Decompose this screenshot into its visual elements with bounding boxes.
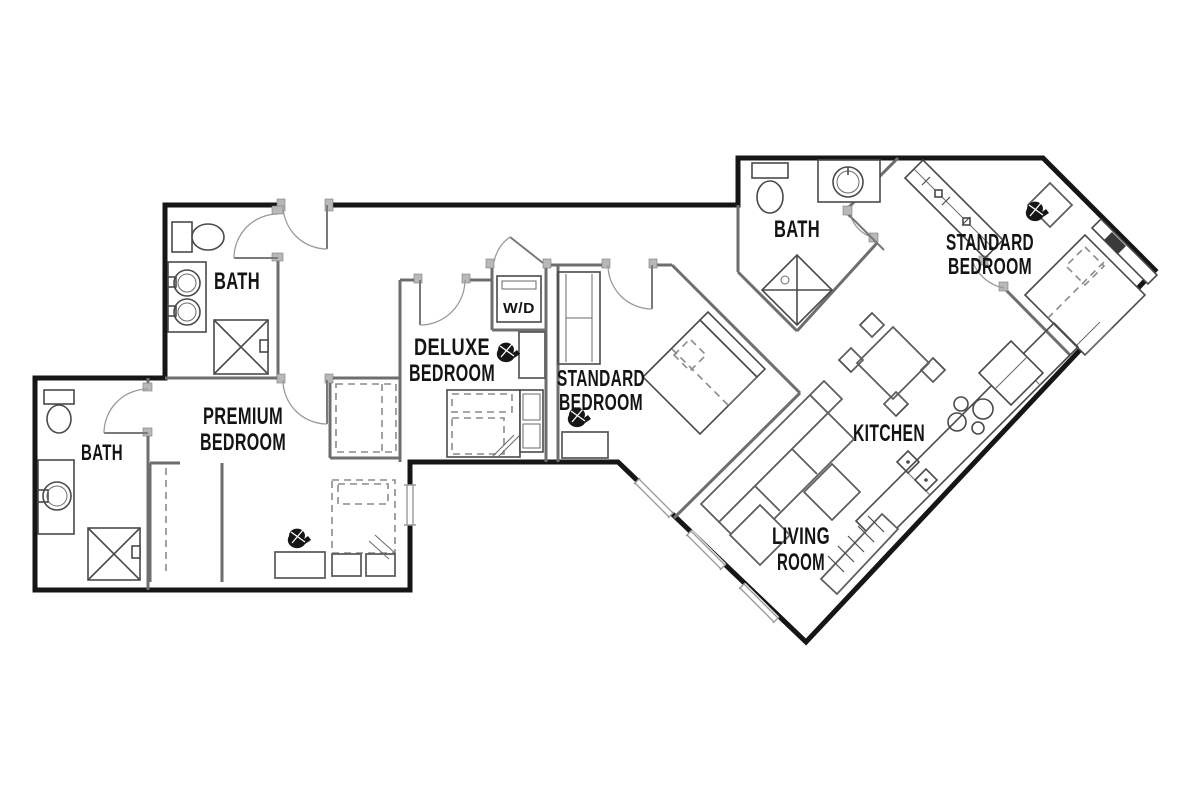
laundry-label: W/D — [503, 300, 535, 317]
closet-premium-upper — [335, 383, 397, 453]
desk-premium-icon — [274, 551, 326, 579]
living-room-label-2: ROOM — [777, 549, 825, 576]
bath-top-left-label: BATH — [214, 268, 260, 295]
entry-door — [282, 204, 328, 250]
room-deluxe-bedroom: DELUXE BEDROOM — [409, 331, 546, 458]
shower-icon — [213, 319, 269, 375]
room-living-room: LIVING ROOM — [699, 379, 900, 596]
window-living-1 — [633, 477, 675, 519]
room-kitchen: KITCHEN — [837, 311, 1080, 547]
standard-bedroom-right-label-2: BEDROOM — [948, 253, 1032, 279]
laundry-closet: W/D — [496, 275, 542, 323]
washer-dryer-icon — [496, 275, 542, 323]
room-bath-right: BATH — [751, 159, 881, 327]
windows — [404, 477, 780, 624]
bath-lower-left-label: BATH — [81, 440, 123, 465]
bath-right-label: BATH — [774, 216, 820, 243]
bath-right-door — [850, 216, 885, 251]
toilet-icon — [43, 389, 75, 434]
standard-bedroom-right-label-1: STANDARD — [946, 229, 1034, 255]
bed-deluxe-icon — [446, 389, 544, 458]
exterior-walls — [32, 155, 1159, 646]
bed-middle-icon — [641, 310, 767, 436]
wardrobe-middle-icon — [557, 271, 601, 365]
vanity-sink-icon — [37, 459, 75, 535]
bath-top-left-door — [233, 213, 279, 259]
premium-bedroom-label-2: BEDROOM — [200, 429, 286, 456]
bath-lower-left-door — [103, 388, 149, 434]
window-living-3 — [738, 582, 780, 624]
kitchen-label: KITCHEN — [853, 420, 925, 447]
media-console-icon — [819, 512, 900, 596]
premium-bedroom-label-1: PREMIUM — [203, 403, 283, 430]
room-bath-lower-left: BATH — [37, 389, 141, 581]
vanity-sink-icon — [817, 159, 881, 203]
refrigerator-icon — [977, 339, 1045, 407]
window-premium — [404, 484, 416, 526]
standard-bedroom-middle-door — [607, 264, 653, 310]
deluxe-bedroom-door — [419, 279, 466, 326]
desk-chair-deluxe-icon — [496, 341, 521, 363]
living-room-label-1: LIVING — [772, 523, 830, 550]
room-premium-bedroom: PREMIUM BEDROOM — [148, 383, 397, 582]
desk-middle-icon — [561, 431, 609, 459]
room-bath-top-left: BATH — [167, 221, 269, 375]
laundry-door — [493, 236, 544, 264]
room-standard-bedroom-middle: STANDARD BEDROOM — [557, 271, 767, 459]
wardrobe-right-icon — [903, 158, 1005, 260]
shower-icon — [760, 253, 834, 327]
standard-bedroom-right-door — [971, 259, 1005, 289]
coffee-table-icon — [802, 462, 862, 522]
deluxe-bedroom-label-1: DELUXE — [414, 334, 490, 361]
doors — [103, 204, 1005, 434]
toilet-icon — [751, 162, 789, 214]
standard-bedroom-middle-label-2: BEDROOM — [559, 389, 643, 415]
double-vanity-icon — [167, 261, 207, 333]
standard-bedroom-middle-label-1: STANDARD — [557, 365, 645, 391]
shower-icon — [87, 527, 141, 581]
closet-premium — [148, 461, 224, 582]
desk-deluxe-icon — [518, 331, 546, 379]
window-living-2 — [685, 529, 727, 571]
kitchen-sink-icon — [895, 449, 939, 493]
stove-icon — [947, 396, 994, 435]
dining-table-icon — [837, 311, 947, 418]
deluxe-bedroom-label-2: BEDROOM — [409, 360, 495, 387]
premium-bedroom-door — [282, 379, 328, 425]
toilet-icon — [171, 221, 225, 253]
desk-chair-premium-icon — [287, 527, 312, 549]
bed-premium-icon — [331, 479, 396, 577]
sectional-sofa-icon — [699, 379, 856, 567]
room-standard-bedroom-right: STANDARD BEDROOM — [903, 158, 1159, 357]
bed-right-icon — [1023, 217, 1159, 357]
